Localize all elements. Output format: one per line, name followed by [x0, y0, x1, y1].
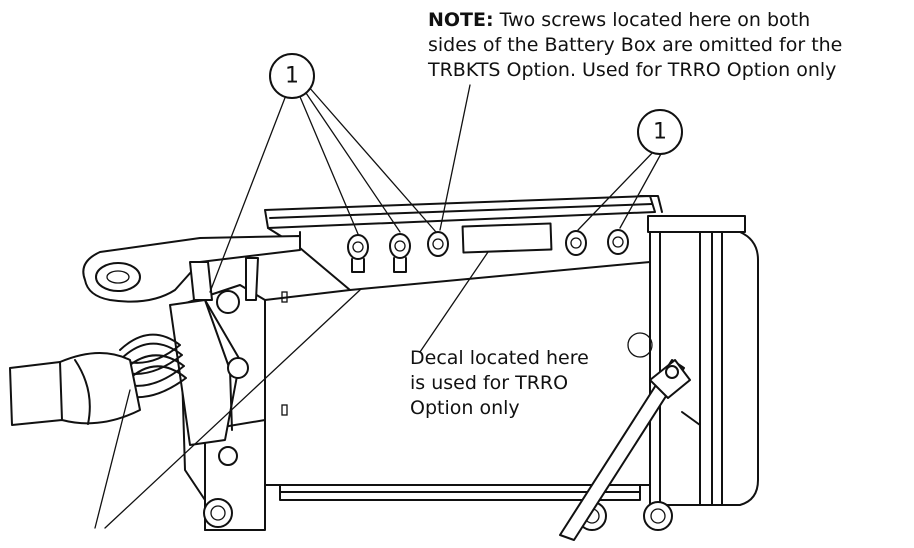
note-line-1-text: Two screws located here on both: [493, 9, 811, 31]
decal-annotation: Decal located here is used for TRRO Opti…: [410, 346, 640, 421]
decal-area: [461, 222, 553, 254]
decal-line-2: is used for TRRO: [410, 372, 569, 394]
screw: [389, 233, 411, 273]
note-line-1: NOTE: Two screws located here on both: [428, 8, 912, 33]
callout-1-left: 1: [269, 53, 315, 99]
screw: [607, 229, 629, 255]
diagonal-strut: [559, 359, 701, 541]
left-mechanism: [9, 235, 301, 446]
callout-number: 1: [653, 120, 667, 145]
screw: [347, 234, 369, 273]
note-line-2: sides of the Battery Box are omitted for…: [428, 34, 843, 56]
callout-number: 1: [285, 64, 299, 89]
screw: [565, 230, 587, 256]
leader-lines: [94, 84, 663, 529]
top-plate-screws: [347, 229, 629, 273]
decal-line-1: Decal located here: [410, 347, 589, 369]
screw: [427, 231, 449, 257]
note-annotation: NOTE: Two screws located here on both si…: [428, 8, 912, 83]
decal-line-3: Option only: [410, 397, 520, 419]
note-label: NOTE:: [428, 9, 494, 31]
note-line-3: TRBKTS Option. Used for TRRO Option only: [428, 59, 837, 81]
battery-box-frame: [179, 195, 759, 531]
callout-1-right: 1: [637, 109, 683, 155]
